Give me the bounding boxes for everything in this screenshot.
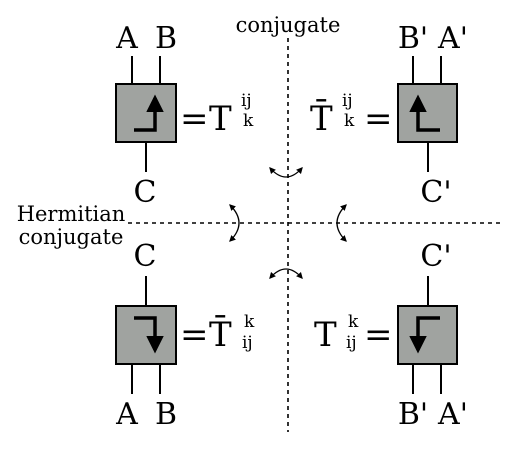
index-flow-arrow [409,316,440,354]
leg-label-b-prime: B' [398,397,428,432]
equals-sign: = [364,99,393,139]
leg-label-c: C [134,239,157,274]
horizontal-axis-label-line2: conjugate [19,225,124,249]
tensor-subscript: k [344,111,355,131]
conjugate-arrow-upper [269,167,303,178]
tensor-superscript: ij [241,91,252,111]
leg-label-a-prime: A' [437,21,468,56]
leg-label-a: A [115,397,138,432]
index-flow-arrow [134,94,164,132]
tensor-superscript: k [348,312,359,332]
tensor-subscript: k [243,111,254,131]
tensor-box [115,305,177,365]
hermitian-arrow-left [229,204,240,242]
tensor-bottom-right: C' B' A' T k ij = [314,239,468,432]
tensor-symbol: T [209,99,232,139]
tensor-superscript: k [244,312,255,332]
equals-sign: = [180,99,209,139]
tensor-box [115,83,177,143]
tensor-top-left: A B C = T ij k [115,21,254,210]
equals-sign: = [180,315,209,355]
tensor-subscript: ij [242,333,253,353]
tensor-symbol: T [314,315,337,355]
tensor-symbol: T̄ [209,314,232,355]
leg-label-b: B [155,397,177,432]
leg-label-c-prime: C' [420,239,451,274]
tensor-symbol: T̄ [310,98,333,139]
leg-label-a-prime: A' [437,397,468,432]
leg-label-c: C [134,175,157,210]
tensor-superscript: ij [342,91,353,111]
tensor-bottom-left: C A B = T̄ k ij [115,239,255,432]
leg-label-b-prime: B' [398,21,428,56]
tensor-subscript: ij [346,333,357,353]
index-flow-arrow [134,316,164,354]
index-flow-arrow [409,94,440,132]
conjugate-arrow-lower [269,268,303,279]
vertical-axis-label: conjugate [236,13,341,37]
tensor-top-right: B' A' C' T̄ ij k = [310,21,468,210]
leg-label-b: B [155,21,177,56]
hermitian-arrow-right [336,204,347,242]
horizontal-axis-label-line1: Hermitian [17,202,126,226]
tensor-box [397,83,458,143]
tensor-box [397,305,458,365]
leg-label-a: A [115,21,138,56]
equals-sign: = [364,315,393,355]
leg-label-c-prime: C' [420,175,451,210]
